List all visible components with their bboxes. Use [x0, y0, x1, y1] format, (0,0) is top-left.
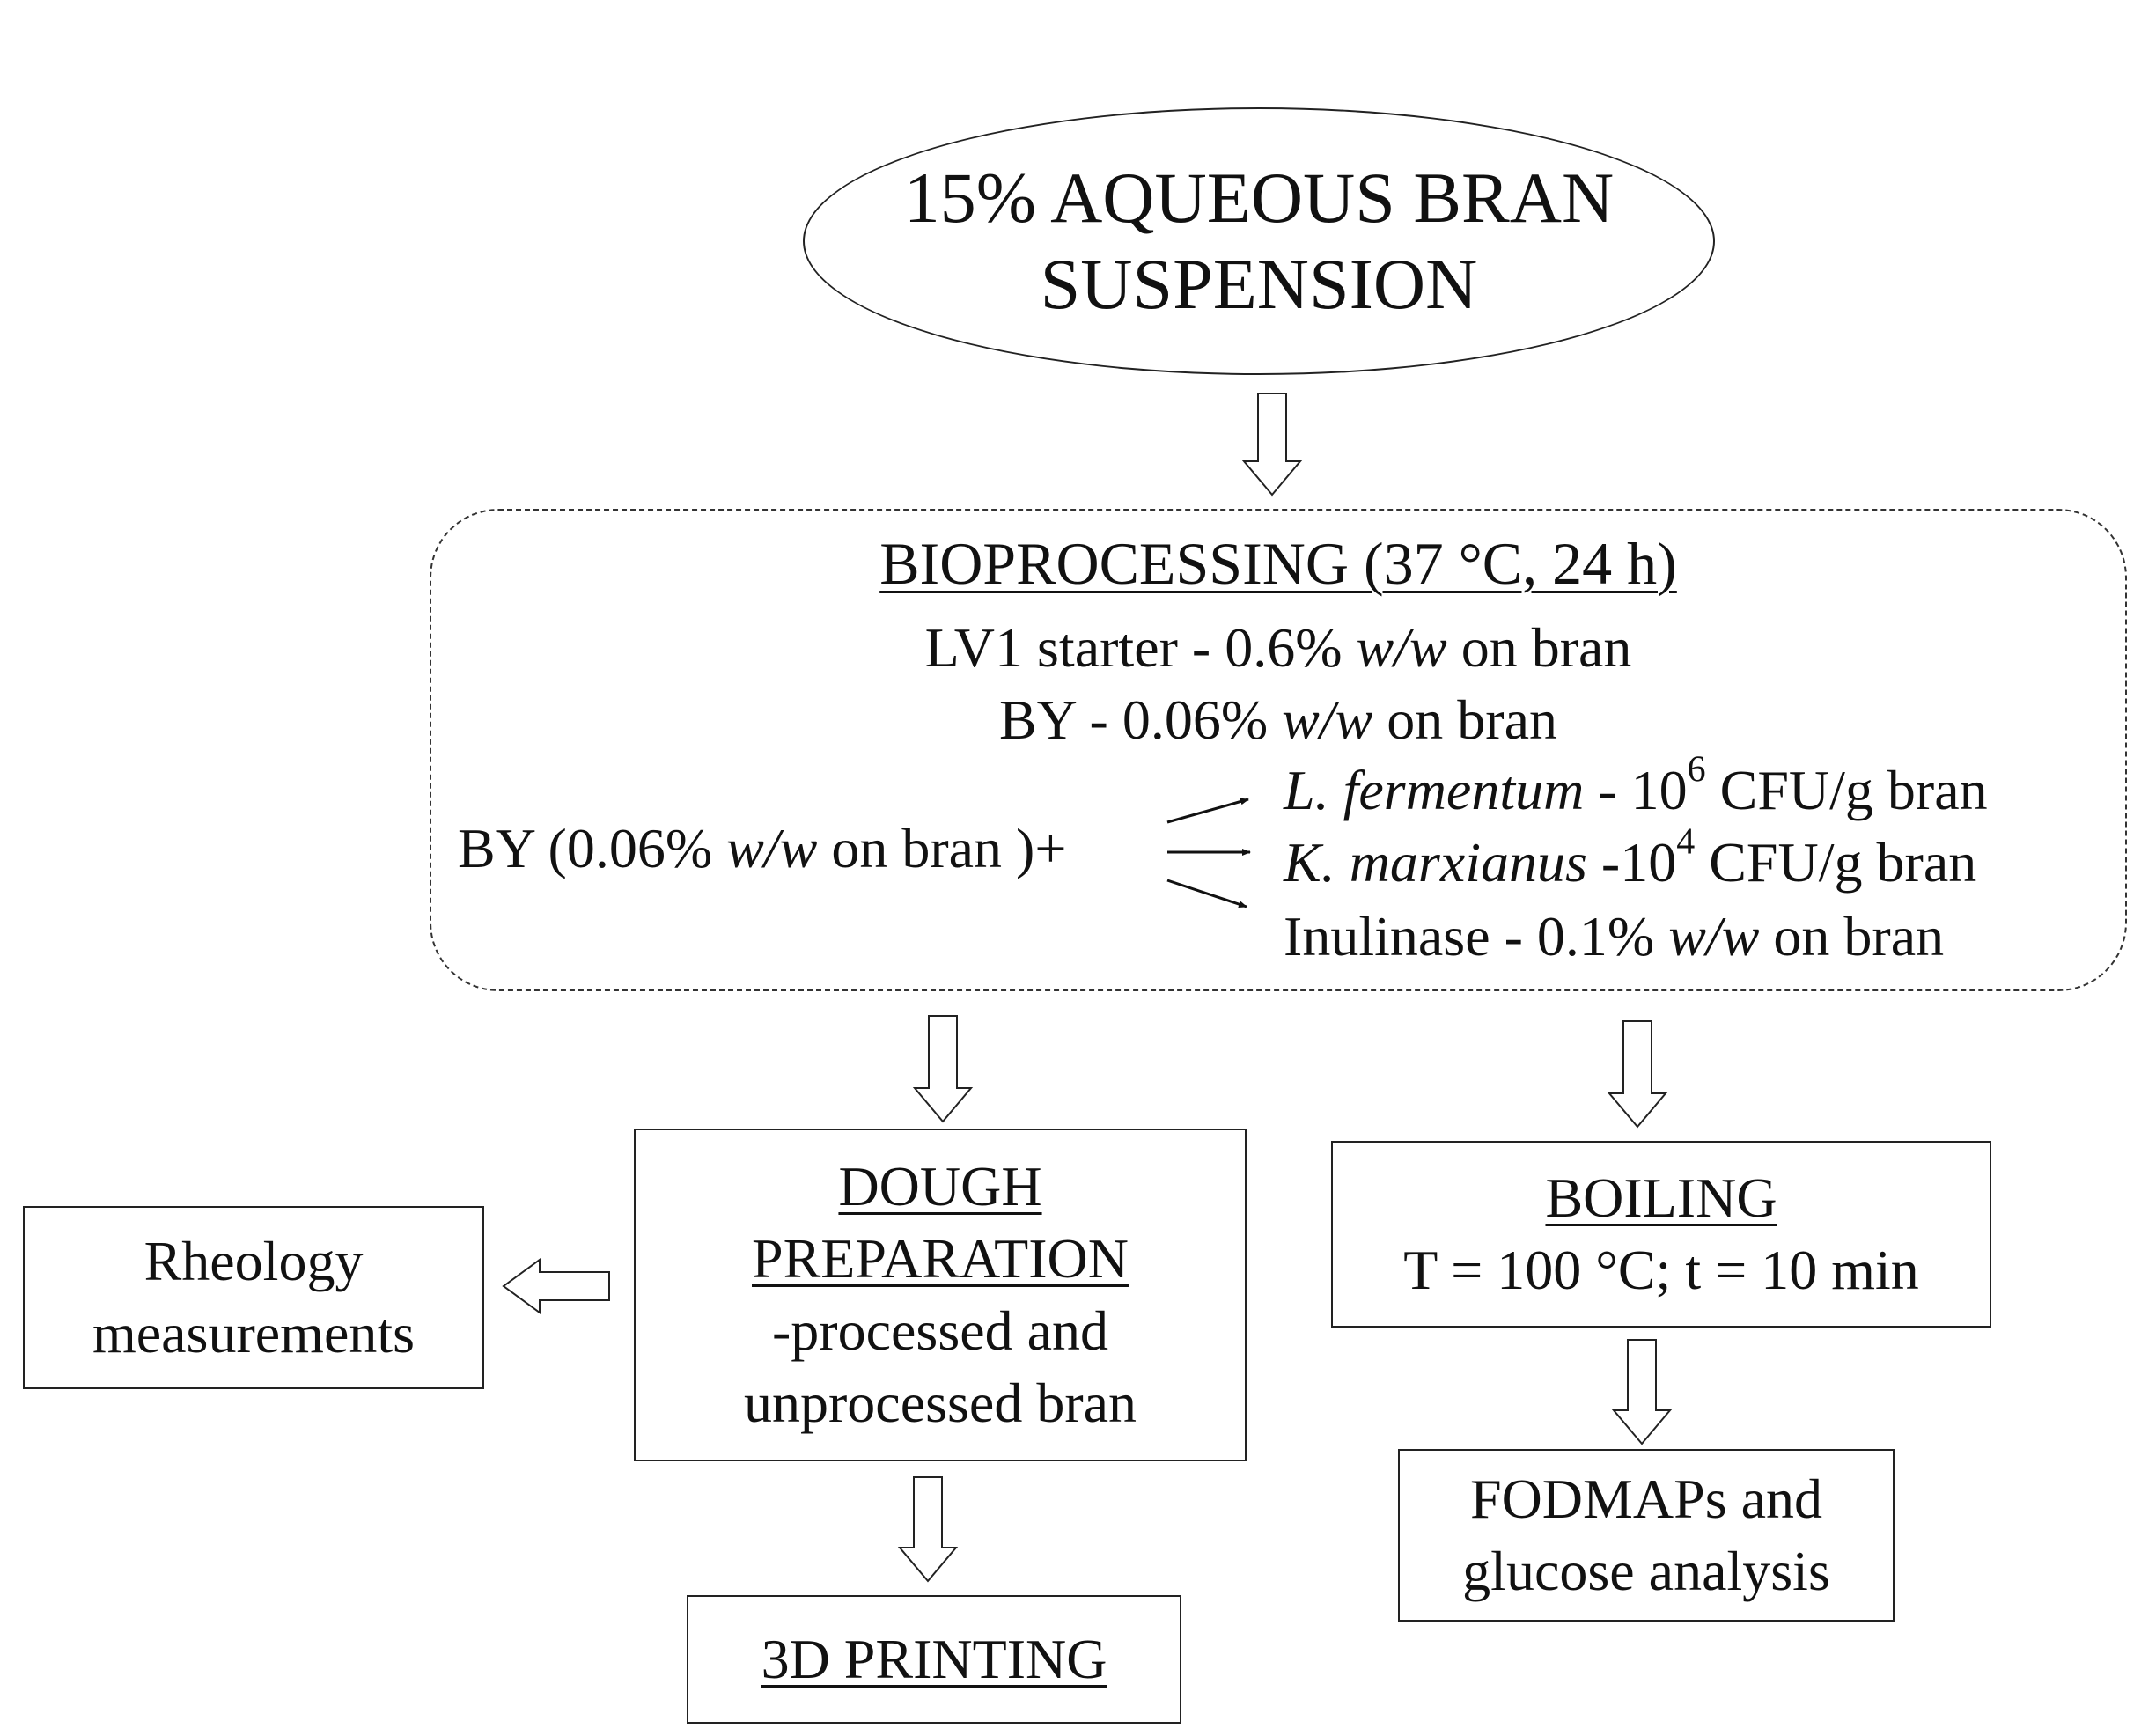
branch-arrow-inulinase — [1166, 879, 1247, 908]
fodmaps-line1: FODMAPs and — [1469, 1468, 1823, 1530]
fodmaps-line2: glucose analysis — [1462, 1540, 1830, 1602]
3d-printing-title: 3D PRINTING — [761, 1628, 1107, 1690]
dough-preparation-box: DOUGH PREPARATION -processed and unproce… — [634, 1129, 1247, 1461]
down-arrow-to-3d-printing — [897, 1476, 959, 1583]
fodmaps-box: FODMAPs and glucose analysis — [1398, 1449, 1895, 1622]
left-arrow-to-rheology — [502, 1258, 610, 1314]
down-arrow-to-boiling — [1607, 1020, 1668, 1129]
down-arrow-to-bioprocessing — [1241, 393, 1303, 497]
dough-title-line1: DOUGH — [838, 1155, 1042, 1217]
boiling-title: BOILING — [1545, 1166, 1777, 1229]
bioprocessing-title: BIOPROCESSING (37 °C, 24 h) — [879, 530, 1677, 597]
dough-line1: -processed and — [771, 1299, 1109, 1362]
boiling-params: T = 100 °C; t = 10 min — [1403, 1239, 1919, 1301]
option-inulinase: Inulinase - 0.1% w/w on bran — [1284, 905, 1945, 967]
rheology-box: Rheology measurements — [23, 1206, 484, 1389]
dough-title-line2: PREPARATION — [752, 1227, 1129, 1290]
branch-arrow-fermentum — [1166, 798, 1249, 824]
3d-printing-box: 3D PRINTING — [687, 1595, 1181, 1724]
down-arrow-to-dough — [912, 1015, 974, 1123]
dough-line2: unprocessed bran — [743, 1372, 1137, 1434]
lv1-starter-line: LV1 starter - 0.6% w/w on bran — [924, 616, 1632, 679]
rheology-line2: measurements — [92, 1302, 416, 1365]
by-combination-line: BY (0.06% w/w on bran )+ — [458, 817, 1067, 879]
boiling-box: BOILING T = 100 °C; t = 10 min — [1331, 1141, 1991, 1328]
option-l-fermentum: L. fermentum - 106 CFU/g bran — [1284, 749, 1988, 822]
by-line: BY - 0.06% w/w on bran — [998, 688, 1558, 751]
bran-suspension-line1: 15% AQUEOUS BRAN — [903, 158, 1615, 238]
bioprocessing-box: BIOPROCESSING (37 °C, 24 h) LV1 starter … — [430, 509, 2127, 991]
down-arrow-to-fodmaps — [1611, 1339, 1673, 1445]
rheology-line1: Rheology — [143, 1230, 364, 1292]
option-k-marxianus: K. marxianus -104 CFU/g bran — [1284, 821, 1977, 894]
bran-suspension-line2: SUSPENSION — [1040, 244, 1478, 324]
bran-suspension-node: 15% AQUEOUS BRAN SUSPENSION — [803, 107, 1715, 375]
